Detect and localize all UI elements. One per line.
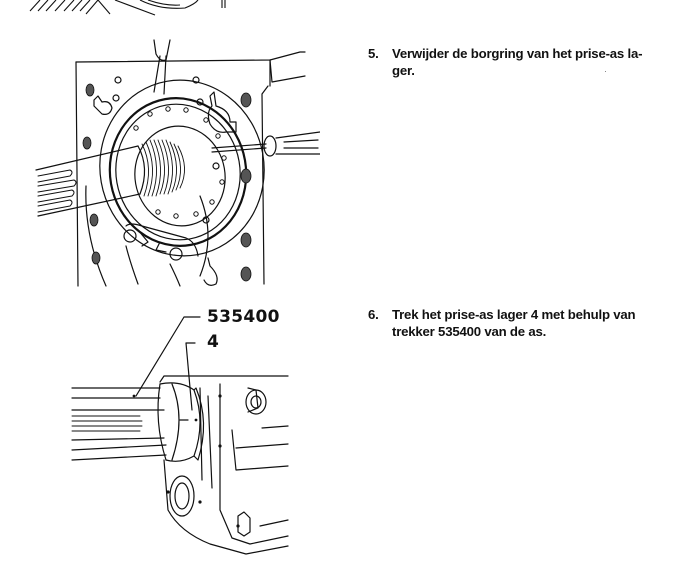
step-6-number: 6.	[368, 307, 379, 322]
callout-puller-535400: 535400	[207, 307, 280, 327]
step-5-drawing	[35, 39, 320, 287]
step-6: 6. Trek het prise-as lager 4 met behulp …	[368, 306, 688, 340]
step-5: 5. Verwijder de borgring van het prise-a…	[368, 45, 688, 79]
scan-speck	[605, 71, 606, 72]
previous-figure-drawing	[29, 0, 226, 16]
figure-previous-remnant	[0, 0, 260, 20]
figure-step-6	[60, 300, 290, 560]
step-6-text: Trek het prise-as lager 4 met behulp van…	[392, 307, 636, 339]
callout-bearing-4: 4	[207, 332, 220, 352]
figure-step-5	[30, 36, 320, 290]
step-6-drawing	[71, 316, 289, 555]
step-5-text: Verwijder de borgring van het prise-as l…	[392, 46, 643, 78]
step-5-number: 5.	[368, 46, 379, 61]
